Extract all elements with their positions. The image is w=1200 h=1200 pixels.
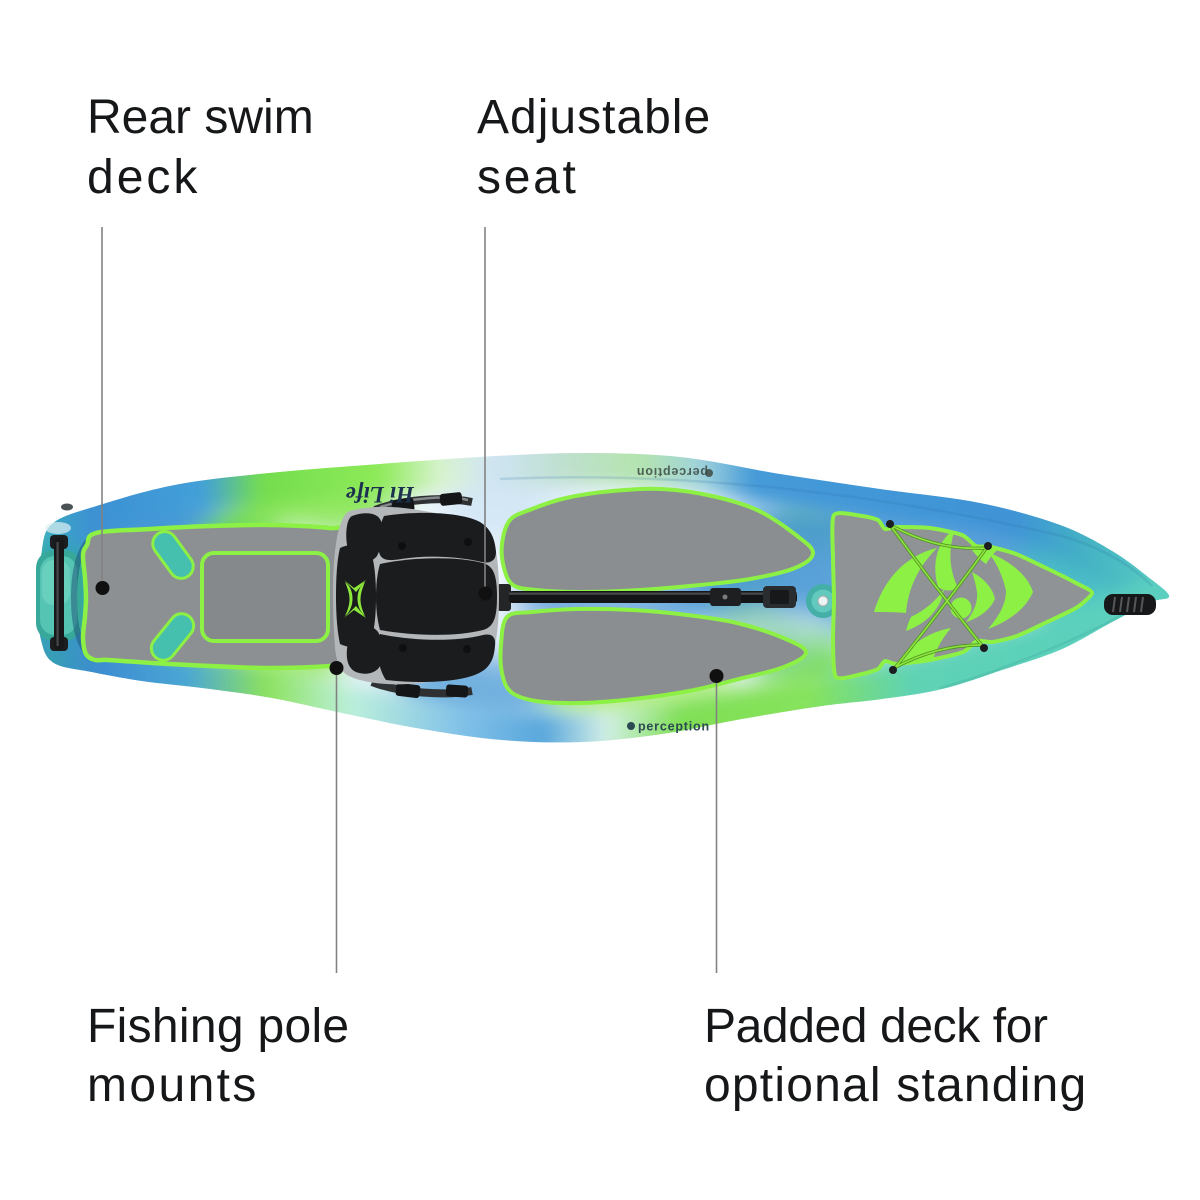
svg-text:Hi Life: Hi Life [346, 482, 415, 507]
svg-text:perception: perception [636, 465, 708, 479]
svg-text:optional standing: optional standing [704, 1059, 1087, 1112]
svg-text:deck: deck [87, 151, 200, 204]
svg-text:mounts: mounts [87, 1059, 259, 1112]
svg-text:Padded deck for: Padded deck for [704, 1000, 1048, 1053]
svg-text:perception: perception [638, 720, 710, 734]
svg-text:Adjustable: Adjustable [477, 91, 711, 144]
svg-text:Rear swim: Rear swim [87, 91, 314, 144]
svg-text:seat: seat [477, 151, 579, 204]
svg-text:Fishing pole: Fishing pole [87, 1000, 349, 1053]
